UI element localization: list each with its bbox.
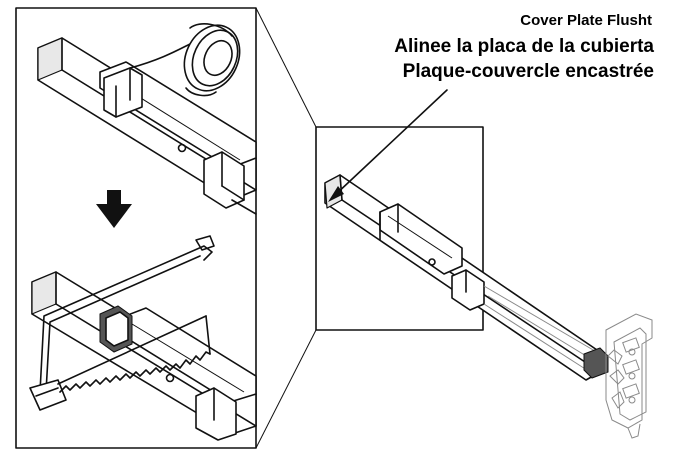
down-arrow-icon bbox=[96, 190, 132, 228]
hacksaw-icon bbox=[29, 235, 215, 411]
screw-hole-main bbox=[428, 258, 436, 266]
zoom-frame-border bbox=[315, 126, 484, 331]
zoom-connector-top bbox=[255, 7, 317, 128]
bar-with-tape-illustration bbox=[37, 37, 257, 215]
detail-panel-left bbox=[15, 7, 317, 449]
latch-mechanism bbox=[605, 313, 653, 439]
callout-label-french: Plaque-couvercle encastrée bbox=[402, 61, 654, 82]
detail-frame bbox=[15, 7, 257, 449]
cover-plate-clip bbox=[99, 305, 133, 353]
callout-label-spanish: Alinee la placa de la cubierta bbox=[394, 36, 654, 57]
screw-hole bbox=[177, 143, 187, 153]
callout-arrow bbox=[328, 89, 448, 202]
tape-band bbox=[103, 67, 143, 118]
exit-bar-assembly bbox=[324, 174, 609, 381]
zoom-connector-bottom bbox=[255, 329, 317, 449]
callout-label-english: Cover Plate Flusht bbox=[520, 12, 652, 29]
zoom-frame bbox=[315, 126, 484, 331]
tape-roll-icon bbox=[183, 23, 241, 97]
bar-cutting-illustration bbox=[31, 271, 257, 441]
